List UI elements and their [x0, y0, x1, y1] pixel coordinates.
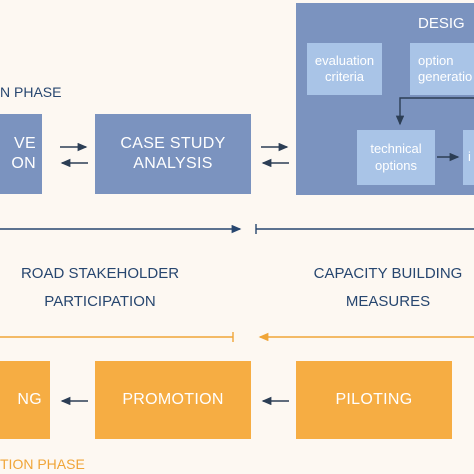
- top-left-box: VE ON: [0, 114, 42, 194]
- piloting-text: PILOTING: [335, 391, 413, 408]
- road-line2: PARTICIPATION: [44, 293, 156, 310]
- case-study-analysis-box: CASE STUDY ANALYSIS: [95, 114, 251, 194]
- capacity-line1: CAPACITY BUILDING: [313, 265, 463, 282]
- road-line1: ROAD STAKEHOLDER: [20, 265, 180, 282]
- top-left-box-line2: ON: [11, 155, 36, 172]
- piloting-box: PILOTING: [296, 361, 452, 439]
- road-stakeholder-label: ROAD STAKEHOLDER PARTICIPATION: [0, 260, 200, 316]
- technical-options-box: technical options: [357, 130, 435, 185]
- partial-box-text: i: [468, 149, 471, 165]
- top-phase-label: N PHASE: [0, 84, 62, 100]
- case-study-line2: ANALYSIS: [133, 155, 213, 172]
- bottom-left-box-text: NG: [17, 391, 42, 408]
- technical-line1: technical: [370, 141, 422, 157]
- options-line2: generatio: [418, 69, 473, 84]
- evaluation-line1: evaluation: [314, 52, 375, 68]
- technical-line2: options: [375, 157, 417, 173]
- partial-box-right: i: [463, 130, 474, 185]
- capacity-line2: MEASURES: [345, 293, 431, 310]
- promotion-box: PROMOTION: [95, 361, 251, 439]
- design-label: DESIG: [418, 15, 465, 32]
- case-study-line1: CASE STUDY: [120, 135, 226, 152]
- promotion-text: PROMOTION: [122, 391, 224, 408]
- evaluation-line2: criteria: [324, 69, 364, 84]
- options-generation-box: option generatio: [410, 43, 474, 95]
- bottom-phase-label: TION PHASE: [0, 456, 85, 472]
- options-line1: option: [418, 52, 454, 68]
- evaluation-criteria-box: evaluation criteria: [307, 43, 382, 95]
- bottom-left-box: NG: [0, 361, 50, 439]
- capacity-building-label: CAPACITY BUILDING MEASURES: [302, 260, 474, 316]
- top-left-box-line1: VE: [14, 135, 36, 152]
